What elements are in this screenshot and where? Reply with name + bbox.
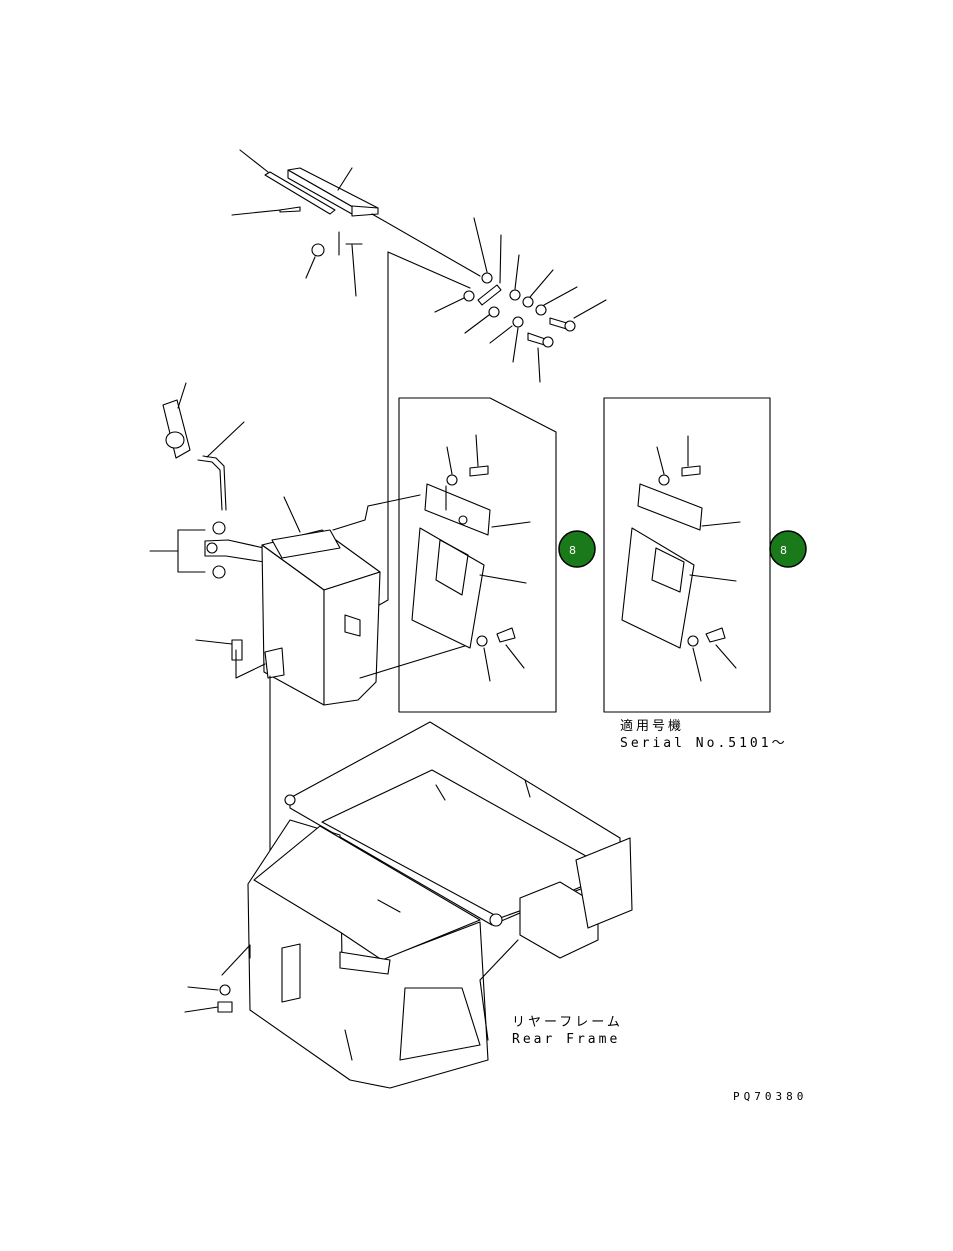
callout-badge-right-text: 8 xyxy=(780,544,787,557)
drawing-id-label: PQ70380 xyxy=(733,1090,807,1103)
rear-frame xyxy=(184,721,633,1089)
applicable-models-label: 適用号機 xyxy=(620,718,684,734)
callout-badge-left-text: 8 xyxy=(569,544,576,557)
rear-frame-jp-label: リヤーフレーム xyxy=(512,1015,623,1030)
latch-part xyxy=(162,382,245,511)
top-bar-assembly xyxy=(231,149,481,609)
hardware-cluster xyxy=(434,217,607,383)
cover-panel-box-left xyxy=(398,397,557,713)
rear-frame-en-label: Rear Frame xyxy=(512,1032,620,1047)
callout-badge-right: 8 xyxy=(769,530,807,568)
callout-badge-left: 8 xyxy=(558,530,596,568)
battery-box xyxy=(195,494,469,881)
serial-number-label: Serial No.5101～ xyxy=(620,736,788,751)
cover-panel-box-right xyxy=(603,397,771,713)
